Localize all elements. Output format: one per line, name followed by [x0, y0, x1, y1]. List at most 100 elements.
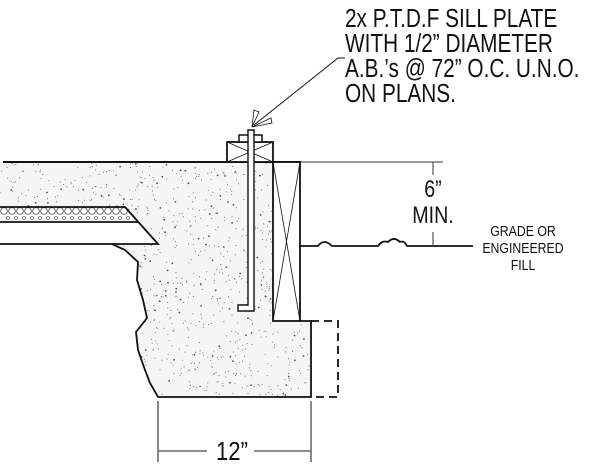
stipple-dot: [301, 347, 303, 349]
stipple-dot: [38, 316, 41, 319]
stipple-dot: [305, 382, 307, 384]
stipple-dot: [149, 165, 151, 167]
stipple-dot: [297, 387, 299, 389]
stipple-dot: [76, 230, 78, 232]
stipple-dot: [265, 336, 267, 338]
stipple-dot: [323, 202, 324, 203]
stipple-dot: [329, 180, 330, 181]
stipple-dot: [109, 268, 111, 270]
stipple-dot: [208, 245, 210, 247]
stipple-dot: [264, 353, 266, 355]
stipple-dot: [45, 378, 48, 381]
stipple-dot: [5, 376, 7, 378]
stipple-dot: [175, 277, 177, 279]
stipple-dot: [228, 237, 230, 239]
stipple-dot: [135, 165, 137, 167]
callout-arrowhead-icon: [251, 109, 273, 128]
stipple-dot: [200, 313, 202, 315]
stipple-dot: [133, 334, 135, 336]
stipple-dot: [29, 328, 31, 330]
grade-label-line-3: FILL: [511, 257, 536, 273]
stipple-dot: [220, 264, 222, 266]
stipple-dot: [69, 280, 71, 282]
stipple-dot: [27, 189, 29, 191]
stipple-dot: [34, 380, 36, 382]
stipple-dot: [147, 289, 149, 291]
stipple-dot: [129, 313, 132, 316]
stipple-dot: [316, 167, 317, 168]
stipple-dot: [166, 261, 168, 263]
stipple-dot: [235, 228, 237, 229]
stipple-dot: [109, 251, 111, 253]
stipple-dot: [119, 222, 121, 224]
stipple-dot: [219, 310, 221, 312]
stipple-dot: [268, 300, 270, 302]
stipple-dot: [202, 352, 204, 354]
stipple-dot: [127, 306, 129, 308]
stipple-dot: [271, 341, 273, 343]
stipple-dot: [202, 354, 204, 356]
stipple-dot: [219, 198, 221, 200]
stipple-dot: [218, 393, 220, 395]
stipple-dot: [56, 201, 58, 203]
stipple-dot: [95, 276, 97, 278]
stipple-dot: [124, 370, 127, 373]
stipple-dot: [91, 187, 93, 189]
stipple-dot: [239, 272, 242, 275]
stipple-dot: [89, 219, 91, 221]
stipple-dot: [218, 345, 221, 348]
stipple-dot: [153, 276, 154, 278]
stipple-dot: [189, 388, 191, 389]
stipple-dot: [34, 360, 37, 363]
footing-dashed-outline: [311, 320, 339, 398]
stipple-dot: [222, 307, 223, 309]
stipple-dot: [106, 393, 108, 395]
stipple-dot: [258, 385, 260, 387]
stipple-dot: [190, 224, 192, 226]
stipple-dot: [254, 226, 256, 228]
stipple-dot: [219, 347, 221, 349]
stipple-dot: [300, 373, 302, 375]
stipple-dot: [75, 340, 77, 342]
stipple-dot: [277, 385, 279, 387]
stipple-dot: [255, 308, 256, 310]
stipple-dot: [141, 171, 143, 173]
stipple-dot: [183, 366, 185, 368]
stipple-dot: [251, 343, 253, 345]
stipple-dot: [330, 167, 331, 168]
stipple-dot: [76, 384, 78, 387]
stipple-dot: [324, 370, 325, 371]
stipple-dot: [285, 384, 288, 386]
stipple-dot: [200, 217, 202, 219]
stipple-dot: [96, 305, 98, 307]
stipple-dot: [38, 289, 40, 290]
stipple-dot: [257, 370, 259, 372]
stipple-dot: [147, 186, 149, 188]
stipple-dot: [269, 309, 271, 311]
stipple-dot: [158, 321, 160, 323]
stipple-dot: [38, 309, 40, 311]
stipple-dot: [138, 205, 140, 207]
stipple-dot: [67, 369, 69, 371]
stipple-dot: [58, 343, 60, 345]
stipple-dot: [322, 212, 323, 213]
stipple-dot: [36, 334, 39, 336]
stipple-dot: [60, 217, 62, 219]
stipple-dot: [28, 249, 31, 252]
stipple-dot: [138, 184, 140, 186]
stipple-dot: [180, 372, 182, 374]
stipple-dot: [35, 326, 37, 328]
stipple-dot: [216, 174, 219, 177]
stipple-dot: [188, 262, 190, 264]
stipple-dot: [160, 295, 162, 297]
stipple-dot: [202, 289, 204, 290]
stipple-dot: [153, 295, 155, 297]
stipple-dot: [336, 366, 337, 367]
stipple-dot: [220, 252, 222, 254]
stipple-dot: [102, 362, 104, 364]
stipple-dot: [49, 292, 52, 295]
stipple-dot: [306, 188, 308, 190]
stipple-dot: [181, 213, 183, 215]
stipple-dot: [105, 322, 107, 323]
